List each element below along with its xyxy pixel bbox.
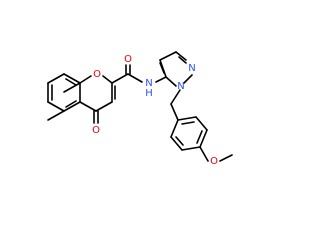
pyrazole-n1-label: N — [177, 81, 184, 92]
keto-oxygen-label: O — [92, 125, 100, 136]
methoxy-oxygen-label: O — [210, 156, 218, 167]
benzyl-ch2-bond-2 — [170, 103, 179, 121]
ring-oxygen-label: O — [93, 69, 101, 80]
amide-nitrogen-label: N — [145, 78, 152, 89]
pyranone-ring — [79, 75, 116, 112]
benzyl-ch2-bond-1 — [170, 89, 181, 105]
methoxy-bond-1 — [199, 146, 209, 162]
benzene-ring-chromone — [47, 73, 81, 112]
pyrazole-ring — [159, 51, 193, 87]
amide-hydrogen-label: H — [145, 88, 153, 99]
methoxyphenyl-ring — [170, 116, 208, 151]
structure-drawing: O O O N H N N O — [47, 51, 233, 167]
n-to-pyrazole-bond — [155, 76, 167, 83]
methyl-bond — [47, 110, 65, 121]
amide-oxygen-label: O — [124, 54, 132, 65]
pyrazole-n2-label: N — [188, 63, 195, 74]
methoxy-bond-2 — [219, 154, 233, 162]
molecule-diagram: O O O N H N N O — [47, 51, 233, 167]
carbonyl-bond — [111, 73, 129, 84]
amide-n-bond — [127, 73, 143, 83]
